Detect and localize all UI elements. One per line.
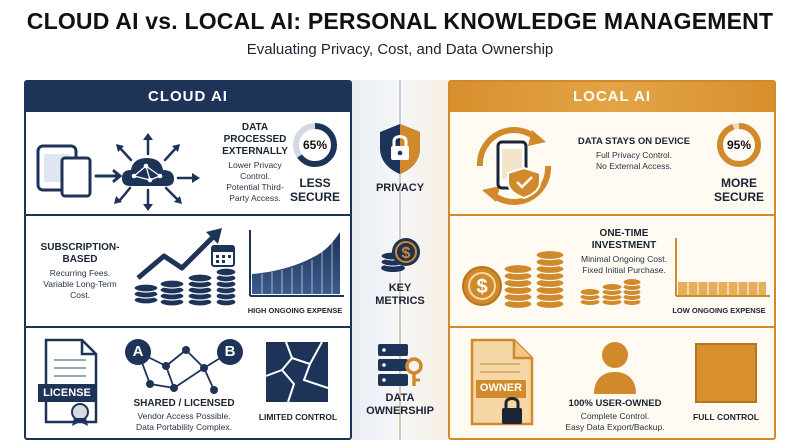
cloud-coins-growth-icon <box>133 228 237 307</box>
cloud-privacy-title-3: EXTERNALLY <box>222 146 288 157</box>
local-ownership-title: 100% USER-OWNED <box>568 398 662 409</box>
local-ai-panel: LOCAL AI DATA STAYS ON DEVICE Full Priva… <box>448 80 776 440</box>
local-cost-caption: LOW ONGOING EXPENSE <box>672 306 766 315</box>
key-metrics-column: PRIVACY $ KEY METRICS DATA OWNERSHIP <box>352 80 448 440</box>
cloud-ownership-title: SHARED / LICENSED <box>133 398 235 409</box>
device-sync-shield-icon <box>476 127 552 205</box>
cloud-cost-detail-2: Variable Long-Term <box>43 279 117 289</box>
broken-square-icon <box>265 341 329 403</box>
cloud-security-percent: 65% <box>302 138 328 152</box>
local-ownership-detail-1: Complete Control. <box>580 411 650 421</box>
full-control-label: FULL CONTROL <box>693 412 759 422</box>
cloud-privacy-title-2: PROCESSED <box>223 134 287 145</box>
local-expense-chart <box>675 238 770 297</box>
metrics-label-2: METRICS <box>375 295 425 307</box>
cloud-privacy-detail-4: Party Access. <box>229 193 281 203</box>
solid-square-icon <box>695 343 757 403</box>
local-verdict-2: SECURE <box>713 190 764 204</box>
local-privacy-title: DATA STAYS ON DEVICE <box>577 136 691 147</box>
user-icon <box>594 342 636 394</box>
cloud-devices-network-icon <box>36 133 200 211</box>
local-cost-title-1: ONE-TIME <box>599 228 649 239</box>
cloud-privacy-detail-2: Control. <box>240 171 270 181</box>
dollar-coins-icon: $ <box>380 238 420 272</box>
local-security-gauge: 95% <box>716 122 762 168</box>
cloud-verdict-1: LESS <box>299 176 331 190</box>
shared-network-icon <box>125 339 243 394</box>
local-cost-title-2: INVESTMENT <box>591 240 657 251</box>
limited-control-label: LIMITED CONTROL <box>258 412 338 422</box>
cloud-cost-detail-3: Cost. <box>70 290 90 300</box>
cloud-cost-title-1: SUBSCRIPTION- <box>40 242 120 253</box>
shield-lock-icon <box>380 124 420 174</box>
local-privacy-detail-2: No External Access. <box>595 161 673 171</box>
cloud-divider-1 <box>26 214 350 216</box>
license-badge-label: LICENSE <box>43 387 91 399</box>
node-a-label: A <box>132 343 144 360</box>
cloud-expense-chart <box>249 230 344 297</box>
local-cost-detail-1: Minimal Ongoing Cost. <box>581 254 667 264</box>
owner-document-icon <box>470 338 534 426</box>
ownership-label-1: DATA <box>385 392 415 404</box>
node-b-label: B <box>224 343 236 360</box>
cloud-cost-caption: HIGH ONGOING EXPENSE <box>247 306 343 315</box>
cloud-ownership-detail-2: Data Portability Complex. <box>136 422 232 432</box>
svg-text:$: $ <box>476 276 487 298</box>
cloud-cost-title-2: BASED <box>62 254 98 265</box>
local-ai-heading: LOCAL AI <box>450 82 774 112</box>
cloud-divider-2 <box>26 326 350 328</box>
local-security-percent: 95% <box>726 138 752 152</box>
privacy-metric-label: PRIVACY <box>375 182 425 194</box>
local-divider-2 <box>450 326 774 328</box>
svg-text:$: $ <box>402 245 411 262</box>
page-title: CLOUD AI vs. LOCAL AI: PERSONAL KNOWLEDG… <box>26 8 774 34</box>
cloud-ownership-detail-1: Vendor Access Possible. <box>137 411 231 421</box>
local-privacy-detail-1: Full Privacy Control. <box>595 150 673 160</box>
cloud-privacy-detail-1: Lower Privacy <box>228 160 282 170</box>
local-small-coins-icon <box>579 278 642 306</box>
cloud-verdict-2: SECURE <box>289 190 340 204</box>
cloud-cost-detail-1: Recurring Fees. <box>49 268 111 278</box>
local-divider-1 <box>450 214 774 216</box>
owner-badge-label: OWNER <box>479 382 523 394</box>
cloud-privacy-title-1: DATA <box>241 122 269 133</box>
cloud-ai-panel: CLOUD AI DATA PROCESSED EXT <box>24 80 352 440</box>
license-document-icon <box>38 338 98 426</box>
local-coins-icon: $ <box>462 249 565 310</box>
cloud-security-gauge: 65% <box>292 122 338 168</box>
server-key-icon <box>378 344 423 386</box>
page-subtitle: Evaluating Privacy, Cost, and Data Owner… <box>246 41 554 58</box>
local-ownership-detail-2: Easy Data Export/Backup. <box>565 422 665 432</box>
cloud-privacy-detail-3: Potential Third- <box>226 182 284 192</box>
ownership-label-2: OWNERSHIP <box>366 405 434 417</box>
metrics-label-1: KEY <box>388 282 412 294</box>
local-cost-detail-2: Fixed Initial Purchase. <box>582 265 666 275</box>
cloud-ai-heading: CLOUD AI <box>26 82 350 112</box>
local-verdict-1: MORE <box>721 176 757 190</box>
